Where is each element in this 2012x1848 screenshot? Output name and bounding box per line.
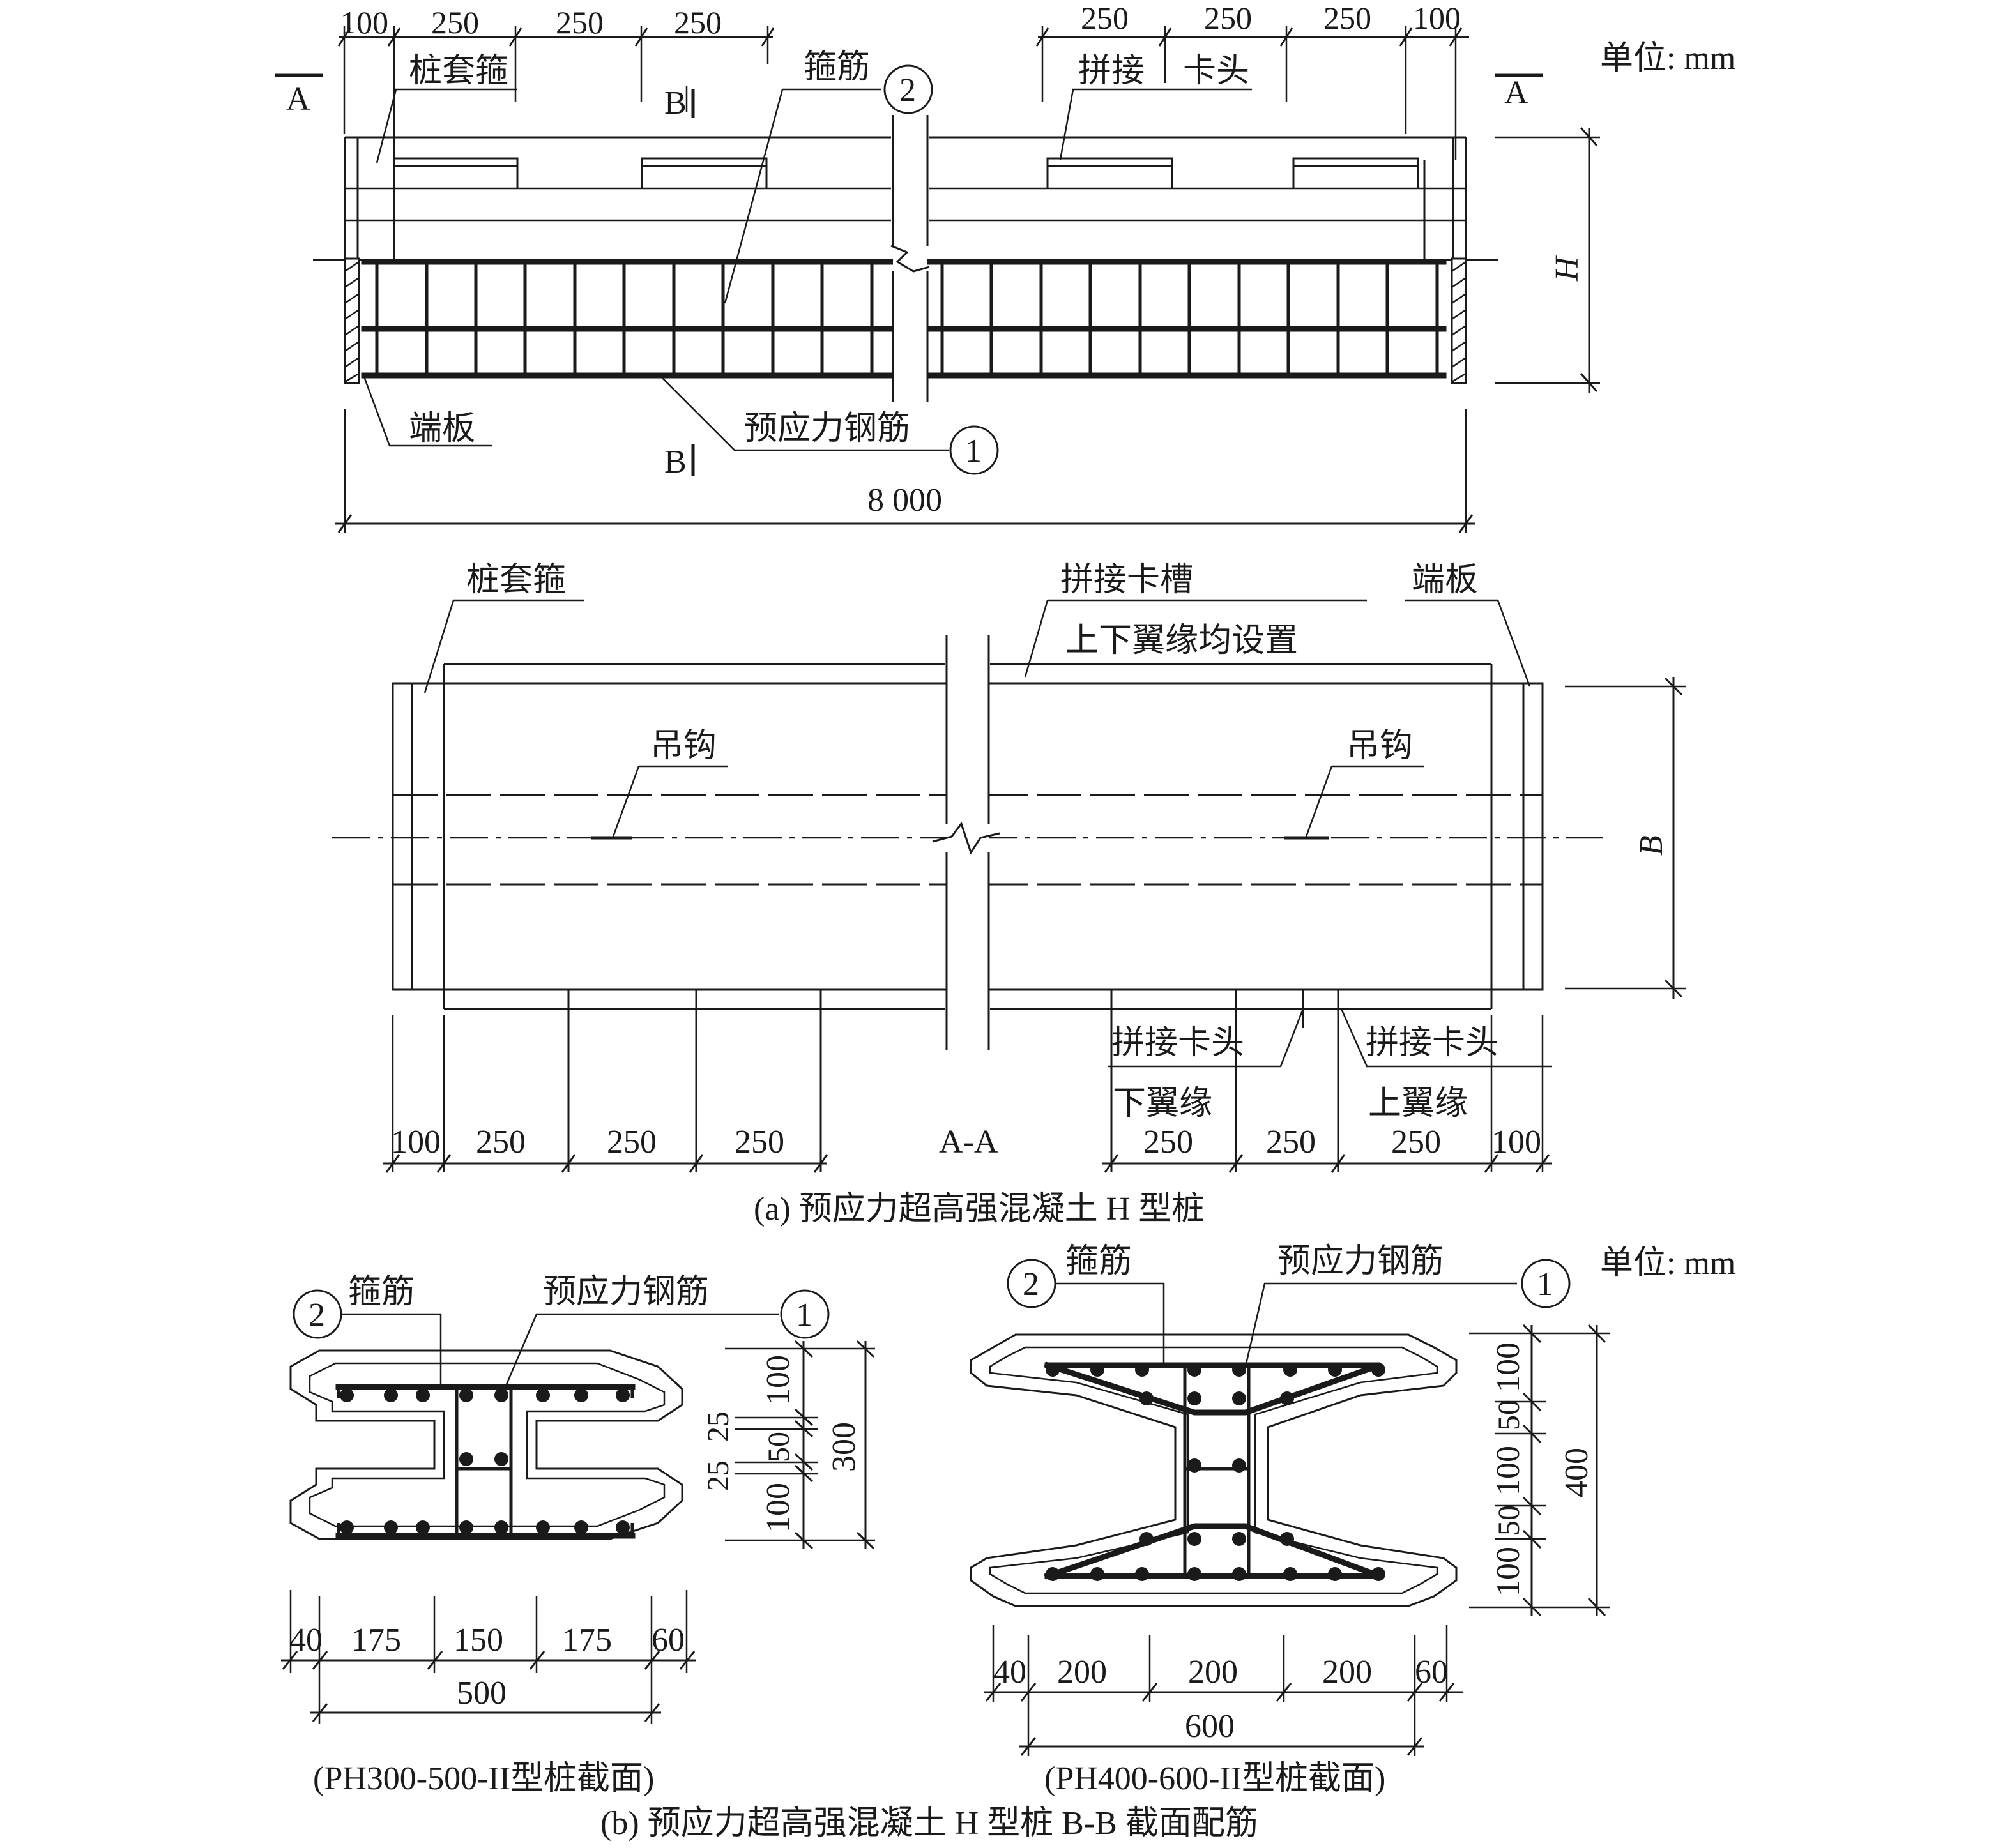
small-vdim-3: 50 [762,1432,796,1462]
section-a-right: A [1504,75,1528,111]
label-splice-clamp-2: 拼接卡头 [1366,1025,1498,1061]
large-hdim-2: 200 [1057,1654,1107,1690]
small-width-total: 500 [457,1675,507,1711]
label-end-plate-elev: 端板 [409,411,475,447]
plan-dim-6: 250 [1266,1124,1316,1160]
small-vdim-5: 100 [760,1483,796,1533]
small-hdim-5: 60 [652,1622,685,1658]
large-width-total: 600 [1185,1708,1235,1745]
small-marker-1: 1 [796,1297,812,1333]
section-b-top: B [664,85,687,121]
large-height-total: 400 [1559,1448,1595,1497]
section-a-left: A [286,81,310,117]
large-vdim-3: 100 [1490,1446,1527,1496]
section-small: 2 箍筋 预应力钢筋 1 100 25 50 25 100 300 [281,1274,875,1797]
label-both-flanges: 上下翼缘均设置 [1065,623,1298,659]
marker-2-elev: 2 [899,72,916,109]
small-marker-2: 2 [309,1297,325,1333]
plan-dim-8: 100 [1491,1124,1541,1160]
label-prestress-elev: 预应力钢筋 [744,411,910,447]
top-dim-1: 100 [340,4,388,40]
small-hdim-3: 150 [453,1622,503,1658]
label-pile-hoop-plan: 桩套箍 [466,562,566,598]
label-clamp-elev: 卡头 [1183,53,1249,89]
label-upper-flange: 上翼缘 [1368,1086,1468,1122]
unit-label-bottom: 单位: mm [1600,1245,1735,1282]
unit-label-top: 单位: mm [1600,40,1735,77]
large-marker-1: 1 [1537,1266,1553,1303]
total-length: 8 000 [867,482,942,519]
label-hook-left: 吊钩 [650,728,717,764]
plan-dim-4: 250 [735,1124,784,1160]
label-end-plate-plan: 端板 [1412,562,1478,598]
large-label-stirrup: 箍筋 [1065,1243,1132,1280]
plan-dim-1: 100 [391,1124,441,1160]
label-splice-groove: 拼接卡槽 [1060,562,1193,598]
label-stirrup-elev: 箍筋 [804,49,870,86]
top-dim-8: 100 [1413,0,1461,36]
small-hdim-1: 40 [289,1622,323,1658]
marker-1-elev: 1 [965,433,982,469]
large-hdim-3: 200 [1188,1654,1238,1690]
top-dim-4: 250 [674,4,722,40]
label-hook-right: 吊钩 [1346,728,1413,764]
small-label-prestress: 预应力钢筋 [543,1274,709,1310]
large-hdim-5: 60 [1415,1654,1448,1690]
large-vdim-1: 100 [1490,1342,1527,1392]
small-hdim-4: 175 [562,1622,612,1658]
small-vdim-1: 100 [760,1355,796,1405]
label-splice-elev: 拼接 [1078,53,1145,89]
large-hdim-4: 200 [1322,1654,1372,1690]
section-large: 单位: mm 2 箍筋 预应力钢筋 1 [970,1243,1735,1797]
top-dim-6: 250 [1204,0,1252,36]
large-marker-2: 2 [1023,1266,1039,1303]
top-dim-5: 250 [1081,0,1129,36]
plan-dim-3: 250 [607,1124,657,1160]
plan-dim-5: 250 [1143,1124,1193,1160]
large-vdim-2: 50 [1492,1400,1526,1430]
caption-b: (b) 预应力超高强混凝土 H 型桩 B-B 截面配筋 [600,1805,1258,1842]
small-height-total: 300 [826,1422,862,1472]
elevation-view: 100 250 250 250 250 250 250 100 A A 单位: … [275,0,1735,533]
plan-dim-2: 250 [476,1124,526,1160]
height-symbol: H [1549,255,1585,282]
top-dim-3: 250 [556,4,604,40]
large-vdim-4: 50 [1492,1505,1526,1536]
large-label-prestress: 预应力钢筋 [1277,1243,1444,1280]
small-hdim-2: 175 [351,1622,401,1658]
label-splice-clamp-1: 拼接卡头 [1111,1025,1244,1061]
large-section-title: (PH400-600-II型桩截面) [1044,1761,1385,1797]
width-symbol: B [1633,835,1670,856]
plan-dim-7: 250 [1391,1124,1441,1160]
label-pile-hoop-elev: 桩套箍 [409,53,508,89]
label-lower-flange: 下翼缘 [1113,1086,1212,1122]
large-vdim-5: 100 [1490,1547,1527,1596]
caption-a: (a) 预应力超高强混凝土 H 型桩 [754,1191,1205,1227]
plan-section-name: A-A [939,1124,998,1160]
top-dim-2: 250 [431,4,479,40]
top-dim-7: 250 [1323,0,1371,36]
small-section-title: (PH300-500-II型桩截面) [313,1761,654,1797]
section-b-bottom: B [664,444,687,480]
small-vdim-2: 25 [701,1411,735,1442]
small-label-stirrup: 箍筋 [348,1274,415,1310]
plan-view: 吊钩 吊钩 桩套箍 拼接卡槽 上下翼缘均设置 端板 [332,562,1686,1173]
large-hdim-1: 40 [993,1654,1026,1690]
small-vdim-4: 25 [701,1460,735,1491]
